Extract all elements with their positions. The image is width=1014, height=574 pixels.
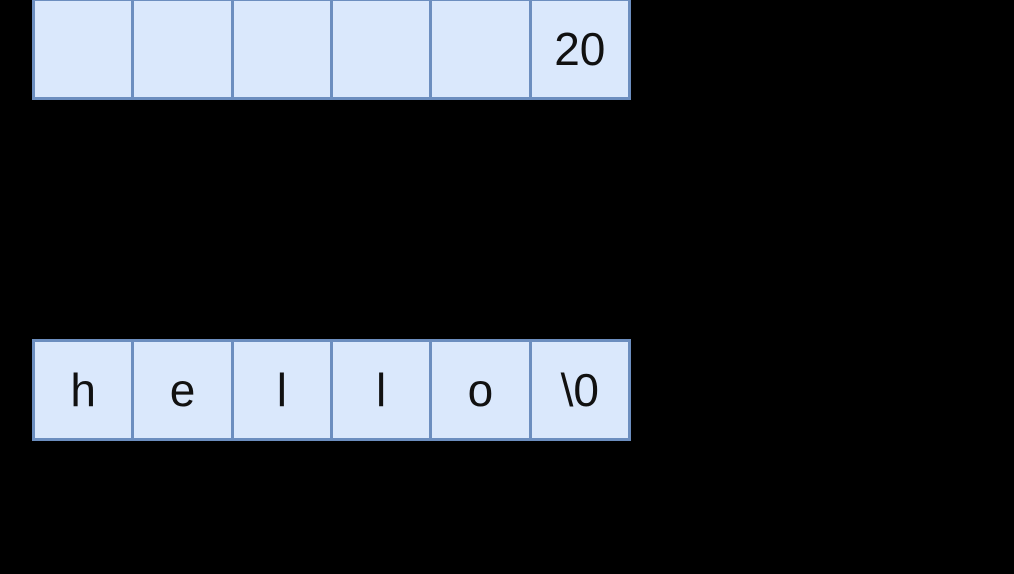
array-row-top: 20 [32,0,631,100]
string-cell-e: e [134,342,234,438]
array-cell-value-20: 20 [554,23,606,75]
string-cell-l: l [234,342,333,438]
string-cell-h: h [35,342,135,438]
array-cell [134,1,234,97]
string-cell-null-terminator: \0 [560,364,599,416]
string-cell-l: l [333,342,433,438]
array-cell [333,1,433,97]
array-cell [234,1,333,97]
array-cell [432,1,532,97]
string-cell-o: o [432,342,532,438]
array-row-hello-string: h e l l o \0 [32,339,631,441]
array-cell [35,1,135,97]
